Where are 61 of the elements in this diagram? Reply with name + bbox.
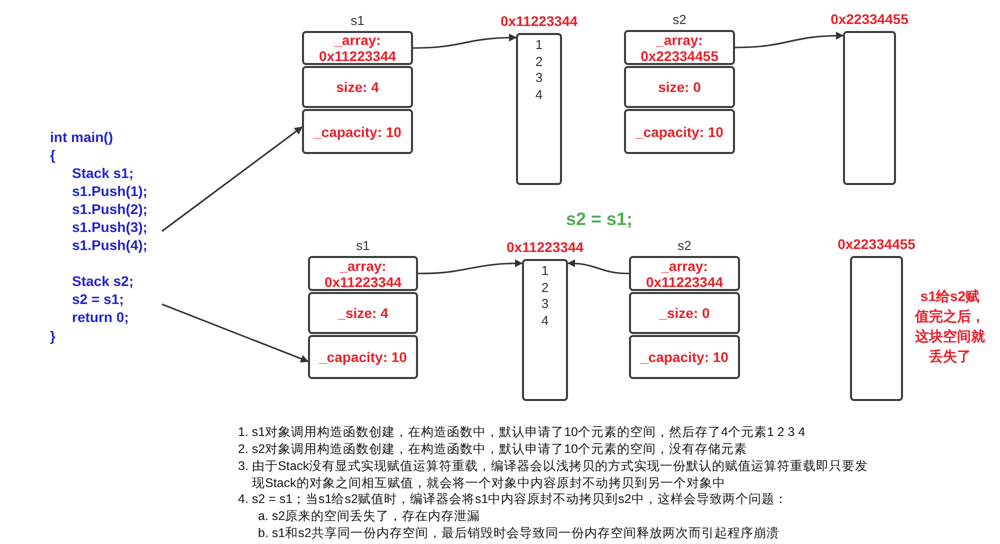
code-line: Stack s2; (72, 272, 134, 290)
field-text: _size: 0 (659, 305, 710, 321)
field-box (624, 66, 735, 108)
arrow (162, 304, 309, 362)
variable-name: s2 (672, 12, 688, 27)
array-element: 4 (540, 312, 550, 328)
code-line: int main() (50, 128, 113, 146)
field-text: _array: 0x11223344 (323, 258, 403, 290)
arrow (412, 34, 517, 49)
field-box (308, 335, 418, 379)
field-text: _array: 0x11223344 (644, 258, 724, 290)
address-label: 0x11223344 (499, 13, 579, 29)
code-line: } (50, 327, 56, 345)
address-label: 0x22334455 (836, 236, 916, 252)
code-line: s1.Push(2); (72, 200, 148, 218)
field-box (629, 335, 740, 379)
field-text: _array: 0x11223344 (318, 32, 398, 64)
code-line: s1.Push(4); (72, 236, 148, 254)
array-element: 2 (540, 280, 550, 296)
array-element: 1 (540, 263, 550, 279)
array-element: 4 (534, 86, 544, 102)
code-line: s1.Push(1); (72, 182, 148, 200)
array-element: 2 (534, 54, 544, 70)
field-text: _array: 0x22334455 (640, 32, 720, 64)
address-label: 0x11223344 (505, 239, 585, 255)
variable-name: s1 (350, 13, 366, 28)
array-element: 1 (534, 37, 544, 53)
field-text: _size: 4 (338, 305, 388, 321)
note-text: 4. s2 = s1；当s1给s2赋值时，编译器会将s1中内容原封不动拷贝到s2中，这样会导致两个问题： (238, 491, 788, 508)
note-text: 3. 由于Stack没有显式实现赋值运算符重载，编译器会以浅拷贝的方式实现一份默认的赋值运算符重载即只要发现Stack的对象之间相互赋值，就会将一个对象中内容原封不动拷贝到另一个对象中 (238, 458, 870, 491)
field-text: _capacity: 10 (319, 349, 407, 365)
code-line: Stack s1; (72, 164, 134, 182)
note-text: a. s2原来的空间丢失了，存在内存泄漏 (258, 508, 480, 524)
field-box (302, 66, 413, 108)
field-text: _capacity: 10 (636, 124, 724, 140)
array-element: 3 (534, 70, 544, 86)
arrow (162, 126, 303, 232)
variable-name: s2 (676, 238, 692, 253)
field-box (624, 109, 735, 154)
array-element: 3 (540, 296, 550, 312)
field-text: size: 4 (336, 79, 379, 95)
field-box (308, 292, 418, 334)
field-box (629, 292, 740, 334)
note-text: b. s1和s2共享同一份内存空间，最后销毁时会导致同一份内存空间释放两次而引起程序崩溃 (258, 525, 780, 542)
field-box (302, 109, 413, 154)
field-text: size: 0 (658, 79, 701, 95)
variable-name: s1 (355, 238, 371, 253)
field-text: _capacity: 10 (314, 124, 402, 140)
assignment-text: s2 = s1; (566, 209, 633, 230)
code-line: s1.Push(3); (72, 218, 148, 236)
note-text: 2. s2对象调用构造函数创建，在构造函数中，默认申请了10个元素的空间，没有存储元素 (238, 441, 748, 458)
arrow (734, 32, 844, 48)
arrow (418, 259, 523, 274)
arrow (567, 259, 630, 274)
note-text: 1. s1对象调用构造函数创建，在构造函数中，默认申请了10个元素的空间，然后存了4个元素1 2 3 4 (238, 424, 806, 440)
field-text: _capacity: 10 (640, 349, 728, 365)
code-line: { (50, 146, 56, 164)
note-text: s1给s2赋值完之后，这块空间就丢失了 (914, 287, 986, 366)
address-label: 0x22334455 (830, 11, 910, 27)
code-line: return 0; (72, 308, 129, 326)
code-line: s2 = s1; (72, 290, 124, 308)
